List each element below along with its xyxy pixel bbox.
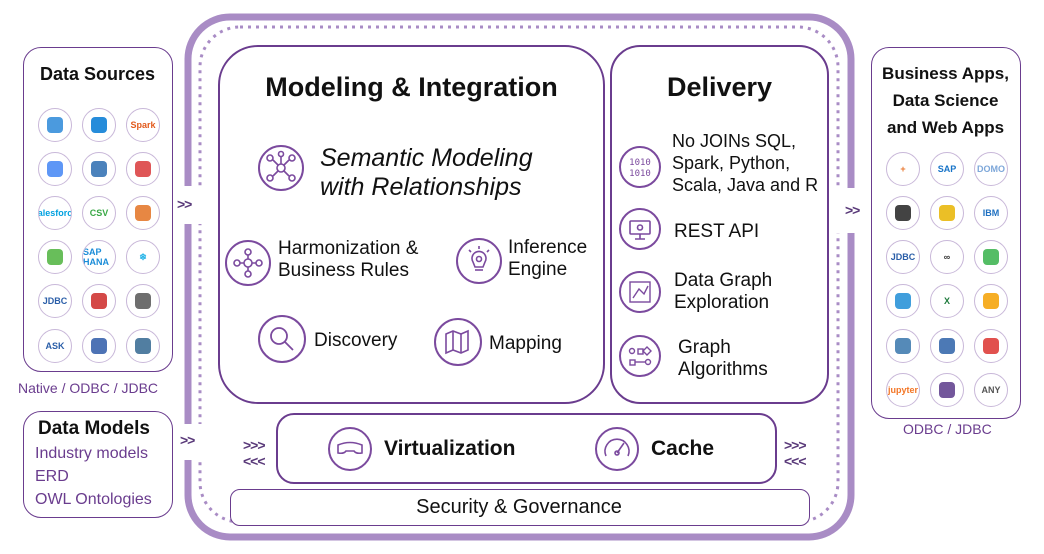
sql-server-icon: [82, 284, 116, 318]
modeling-title: Modeling & Integration: [265, 72, 558, 102]
python-icon: [886, 329, 920, 363]
arrow-virt-right-in: <<<: [784, 453, 807, 469]
tableau-icon: +: [886, 152, 920, 186]
any-icon: ANY: [974, 373, 1008, 407]
virtualization-label: Virtualization: [384, 437, 516, 460]
graph-algorithms-icon: [619, 335, 661, 377]
graph-exploration-label-line1: Data Graph: [674, 270, 773, 291]
mongodb-icon: [38, 240, 72, 274]
jdbc-icon: JDBC: [886, 240, 920, 274]
semantic-label-line2: with Relationships: [320, 173, 522, 201]
data-models-title: Data Models: [38, 418, 150, 439]
svg-text:1010: 1010: [629, 158, 651, 168]
delivery-title: Delivery: [666, 72, 773, 102]
data-models-panel: Data Models Industry models ERD OWL Onto…: [23, 411, 173, 518]
odbc-caption: ODBC / JDBC: [903, 421, 992, 437]
person-icon: [974, 284, 1008, 318]
sap-icon: SAP: [930, 152, 964, 186]
ring-icon: [886, 284, 920, 318]
graph-algorithms-label-line1: Graph: [678, 337, 731, 358]
harmonization-label-line2: Business Rules: [278, 260, 409, 281]
graph-algorithms-label-line2: Algorithms: [678, 359, 768, 380]
harmonization-label-line1: Harmonization &: [278, 238, 419, 259]
laptop-icon: [930, 373, 964, 407]
postgresql-icon: [126, 329, 160, 363]
data-model-item: OWL Ontologies: [35, 491, 152, 508]
data-model-item: Industry models: [35, 445, 148, 462]
security-label: Security & Governance: [416, 496, 622, 518]
infinity-icon: ∞: [930, 240, 964, 274]
business-apps-panel: Business Apps, Data Science and Web Apps…: [871, 47, 1021, 419]
dotted-data-icon: [126, 284, 160, 318]
scala-icon: [974, 329, 1008, 363]
virtualization-cache-panel: Virtualization Cache: [276, 413, 777, 484]
discovery-label: Discovery: [314, 330, 398, 351]
arrow-sources-in: >>: [177, 196, 192, 212]
sap-hana-icon: SAP HANA: [82, 240, 116, 274]
arrow-virt-right-out: >>>: [784, 437, 807, 453]
mapping-map-icon: [434, 318, 482, 366]
leaf-icon: [930, 329, 964, 363]
cache-speedometer-icon: [595, 427, 639, 471]
db-stack-icon: [82, 329, 116, 363]
qlik-icon: [974, 240, 1008, 274]
arrow-virt-left-in: >>>: [243, 437, 266, 453]
domo-icon: DOMO: [974, 152, 1008, 186]
vr-headset-icon: [328, 427, 372, 471]
azure-icon: [82, 108, 116, 142]
arrow-models-in: >>: [180, 432, 195, 448]
databricks-icon: [126, 152, 160, 186]
csv-icon: CSV: [82, 196, 116, 230]
inference-label-line1: Inference: [508, 237, 588, 258]
jdbc-icon: JDBC: [38, 284, 72, 318]
data-sources-title: Data Sources: [39, 64, 156, 84]
semantic-label-line1: Semantic Modeling: [320, 144, 533, 172]
jupyter-icon: jupyter: [886, 373, 920, 407]
snowflake-icon: ❄: [126, 240, 160, 274]
spark-icon: Spark: [126, 108, 160, 142]
azure-data-lake-icon: [38, 108, 72, 142]
business-apps-title-line: Business Apps,: [882, 64, 1009, 83]
data-warehouse-icon: [82, 152, 116, 186]
sql-label-line: Scala, Java and R: [672, 175, 819, 195]
rest-api-label: REST API: [674, 221, 760, 242]
sql-label-line: Spark, Python,: [672, 153, 791, 173]
business-apps-title-line: Data Science: [892, 91, 999, 110]
zoomdata-icon: [886, 196, 920, 230]
discovery-magnifier-icon: [258, 315, 306, 363]
power-bi-icon: [930, 196, 964, 230]
salesforce-icon: salesforce: [38, 196, 72, 230]
arrow-apps-out: >>: [845, 202, 860, 218]
arrow-virt-left-out: <<<: [243, 453, 266, 469]
excel-icon: X: [930, 284, 964, 318]
bigquery-icon: [38, 152, 72, 186]
aws-redshift-icon: [126, 196, 160, 230]
mapping-label: Mapping: [489, 333, 562, 354]
data-graph-exploration-icon: [619, 271, 661, 313]
inference-lightbulb-icon: [456, 238, 502, 284]
sql-label-line: No JOINs SQL,: [672, 131, 797, 151]
modeling-integration-panel: Modeling & Integration Semantic Modeling…: [218, 45, 605, 404]
data-sources-panel: Data Sources Spark salesforce CSV SAP HANA ❄…: [23, 47, 173, 372]
business-apps-title-line: and Web Apps: [886, 118, 1005, 137]
graph-exploration-label-line2: Exploration: [674, 292, 770, 313]
svg-text:1010: 1010: [629, 169, 651, 179]
rest-api-monitor-icon: [619, 208, 661, 250]
cache-label: Cache: [651, 437, 715, 460]
ibm-cognos-icon: IBM: [974, 196, 1008, 230]
ask-icon: ASK: [38, 329, 72, 363]
semantic-network-icon: [258, 145, 304, 191]
native-caption: Native / ODBC / JDBC: [18, 380, 159, 396]
harmonization-icon: [225, 240, 271, 286]
data-model-item: ERD: [35, 468, 69, 485]
security-governance-bar: Security & Governance: [230, 489, 810, 526]
inference-label-line2: Engine: [508, 259, 568, 280]
